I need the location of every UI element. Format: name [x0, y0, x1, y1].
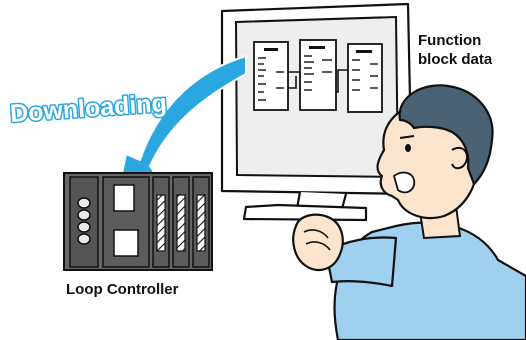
function-block-icon — [253, 39, 383, 113]
loop-controller-icon — [63, 172, 213, 271]
loop-controller-label: Loop Controller — [66, 281, 179, 298]
downloading-label: Downloading — [9, 89, 167, 128]
function-block-data-label: Function block data — [418, 31, 492, 69]
function-block-data-line-2: block data — [418, 51, 493, 68]
function-block-data-line-1: Function — [418, 32, 482, 49]
person-icon — [292, 84, 526, 340]
